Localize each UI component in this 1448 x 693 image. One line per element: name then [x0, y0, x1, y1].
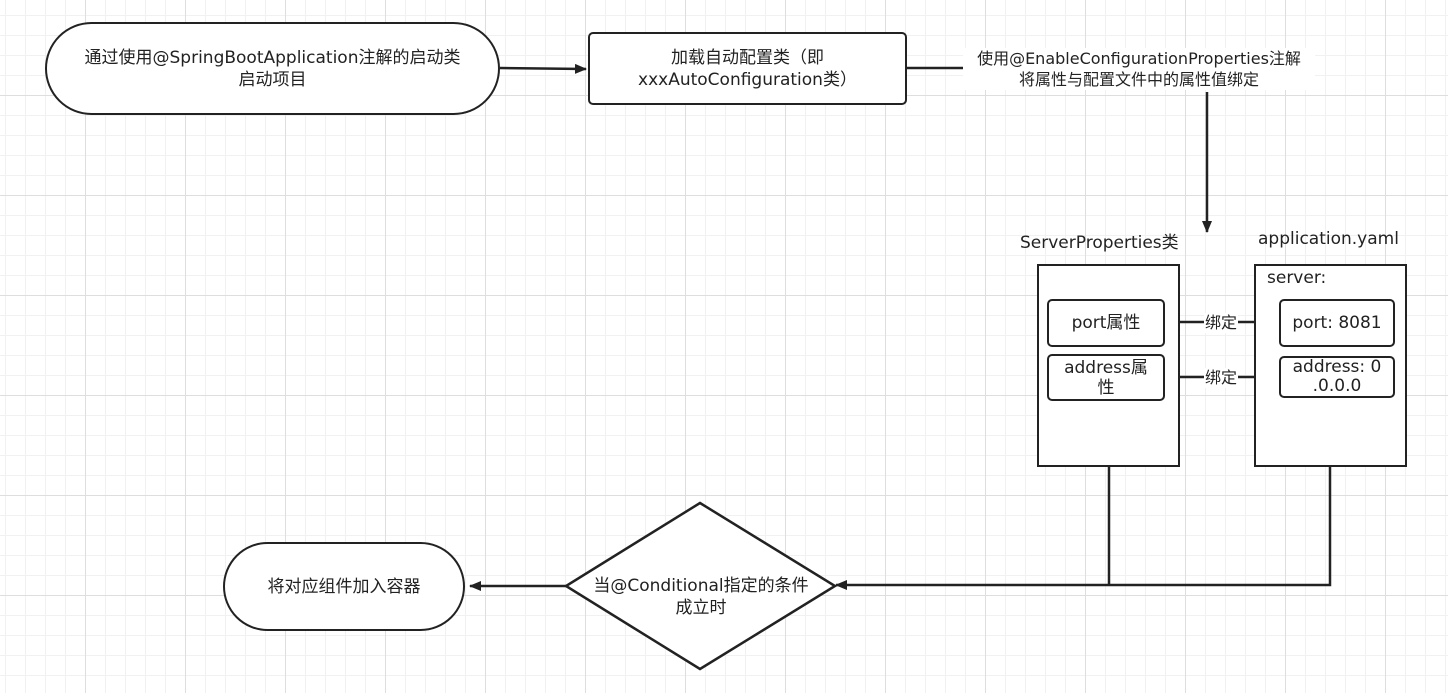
bind-address-label: 绑定 — [1204, 368, 1239, 388]
yaml-port-label: port: 8081 — [1292, 313, 1382, 333]
start-node: 通过使用@SpringBootApplication注解的启动类 启动项目 — [45, 22, 500, 115]
bind-port-label: 绑定 — [1204, 313, 1239, 333]
condition-line1: 当@Conditional指定的条件 — [593, 576, 809, 596]
yaml-address-node: address: 0 .0.0.0 — [1279, 356, 1395, 398]
enable-properties-line2: 将属性与配置文件中的属性值绑定 — [1018, 70, 1259, 89]
edge-start-to-autoconfig — [499, 63, 587, 74]
address-attribute-node: address属 性 — [1047, 354, 1165, 401]
yaml-address-line2: .0.0.0 — [1312, 376, 1362, 396]
enable-properties-label: 使用@EnableConfigurationProperties注解 将属性与配… — [963, 48, 1315, 90]
load-autoconfig-node: 加载自动配置类（即 xxxAutoConfiguration类） — [588, 32, 907, 105]
port-attribute-label: port属性 — [1071, 313, 1141, 333]
port-attribute-node: port属性 — [1047, 299, 1165, 347]
condition-diamond — [563, 501, 838, 671]
condition-line2: 成立时 — [675, 598, 727, 618]
yaml-root-key: server: — [1267, 268, 1327, 288]
server-properties-title: ServerProperties类 — [1020, 233, 1179, 253]
yaml-port-node: port: 8081 — [1279, 299, 1395, 347]
start-node-line1: 通过使用@SpringBootApplication注解的启动类 — [84, 47, 461, 68]
yaml-address-line1: address: 0 — [1292, 357, 1382, 377]
start-node-line2: 启动项目 — [238, 69, 307, 90]
add-to-container-label: 将对应组件加入容器 — [267, 576, 421, 597]
address-attribute-line2: 性 — [1097, 377, 1115, 398]
address-attribute-line1: address属 — [1064, 357, 1148, 378]
load-autoconfig-line2: xxxAutoConfiguration类） — [638, 69, 857, 90]
load-autoconfig-line1: 加载自动配置类（即 — [671, 47, 824, 68]
edge-yaml-to-condition — [835, 467, 1332, 590]
add-to-container-node: 将对应组件加入容器 — [223, 542, 465, 631]
application-yaml-title: application.yaml — [1258, 229, 1399, 249]
condition-label: 当@Conditional指定的条件 成立时 — [566, 575, 836, 619]
enable-properties-line1: 使用@EnableConfigurationProperties注解 — [977, 49, 1301, 68]
